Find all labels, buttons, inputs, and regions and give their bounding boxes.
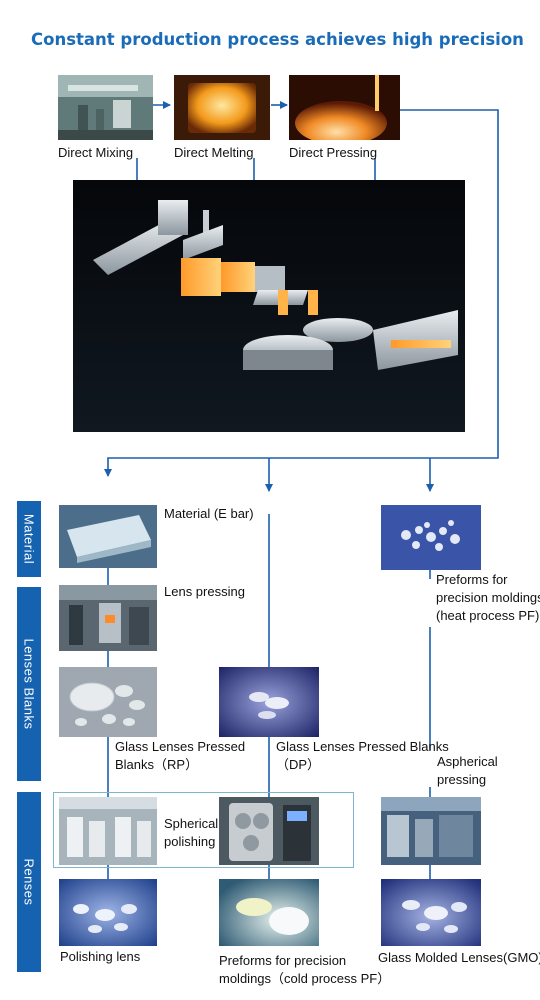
label-preforms-heat-3: (heat process PF) [436, 607, 539, 625]
label-preforms-heat-2: precision moldings [436, 589, 540, 607]
polishing-factory-photo [59, 797, 157, 865]
section-label-lenses-blanks: Lenses Blanks [22, 638, 37, 729]
section-tab-renses: Renses [17, 792, 41, 972]
label-aspherical-2: pressing [437, 771, 486, 789]
heat-process-preforms-photo [381, 505, 481, 570]
label-spherical-1: Spherical [164, 815, 218, 833]
aspherical-pressing-photo [381, 797, 481, 865]
direct-melting-photo [174, 75, 270, 140]
label-preforms-heat-1: Preforms for [436, 571, 508, 589]
label-rp-2: Blanks（RP） [115, 756, 198, 774]
label-preforms-cold-1: Preforms for precision [219, 952, 346, 970]
label-rp-1: Glass Lenses Pressed [115, 738, 245, 756]
section-tab-lenses-blanks: Lenses Blanks [17, 587, 41, 781]
label-lens-pressing: Lens pressing [164, 583, 245, 601]
cold-process-machine-photo [219, 797, 319, 865]
label-dp-1: Glass Lenses Pressed Blanks [276, 738, 449, 756]
label-preforms-cold-2: moldings（cold process PF） [219, 970, 390, 988]
glass-molded-lenses-photo [381, 879, 481, 946]
label-polishing-lens: Polishing lens [60, 948, 140, 966]
section-tab-material: Material [17, 501, 41, 577]
direct-mixing-photo [58, 75, 153, 140]
section-label-material: Material [22, 514, 37, 564]
production-line-illustration [73, 180, 465, 432]
label-material-e-bar: Material (E bar) [164, 505, 254, 523]
step-label-direct-pressing: Direct Pressing [289, 144, 377, 162]
label-gmo: Glass Molded Lenses(GMO) [378, 949, 540, 967]
section-label-renses: Renses [22, 858, 37, 905]
label-aspherical-1: Aspherical [437, 753, 498, 771]
direct-pressing-photo [289, 75, 400, 140]
polishing-lens-photo [59, 879, 157, 946]
step-label-direct-mixing: Direct Mixing [58, 144, 133, 162]
dp-blanks-photo [219, 667, 319, 737]
rp-blanks-photo [59, 667, 157, 737]
label-dp-2: （DP） [276, 756, 320, 774]
lens-pressing-photo [59, 585, 157, 651]
step-label-direct-melting: Direct Melting [174, 144, 253, 162]
cold-process-preforms-photo [219, 879, 319, 946]
e-bar-photo [59, 505, 157, 568]
label-spherical-2: polishing [164, 833, 215, 851]
